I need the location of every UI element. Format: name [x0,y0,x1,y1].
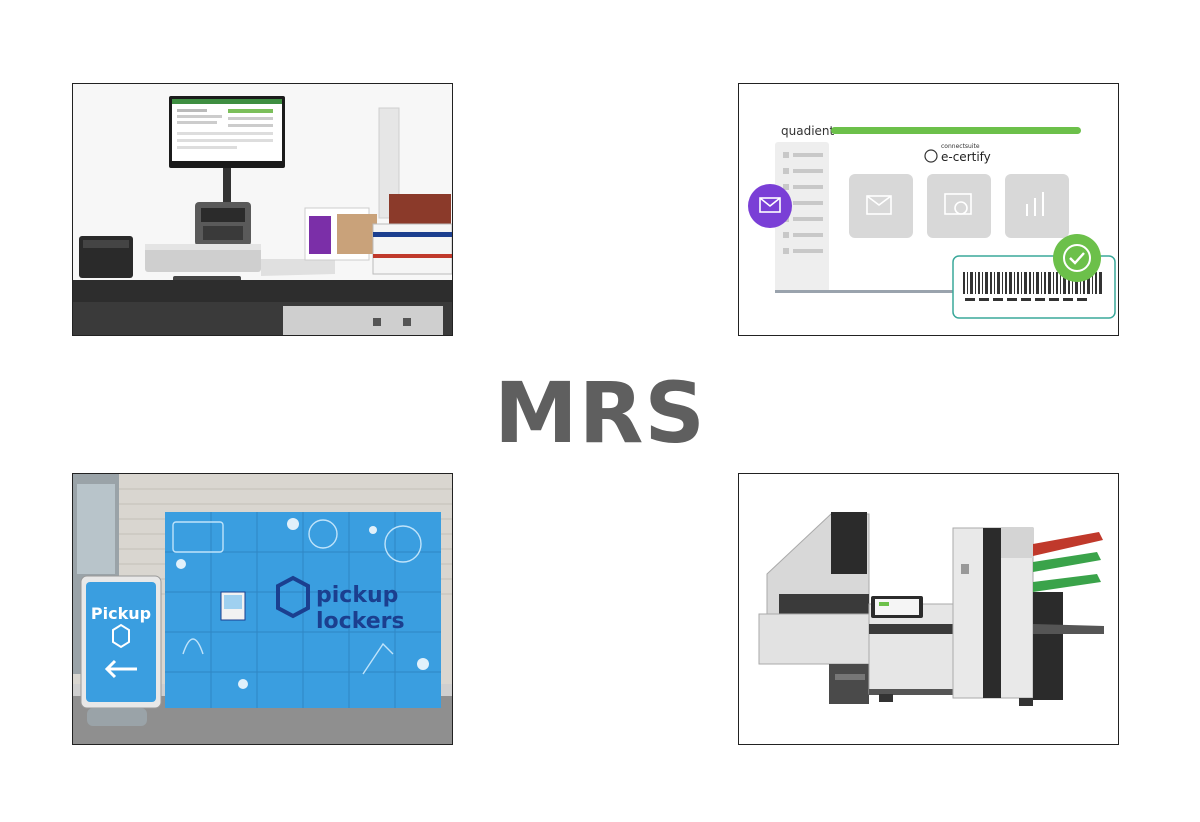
ecertify-logo-text: e-certify [941,150,991,164]
pickup-sign-text: Pickup [91,604,151,623]
locker-brand-line2: lockers [316,609,405,634]
barcode [963,272,1102,301]
box-icon [112,623,130,649]
ecertify-image: quadient connectsuite e-certify [739,84,1118,335]
locker-brand-line1: pickup [316,583,398,608]
pickup-sign [86,582,156,702]
folder-inserter-image [739,474,1118,744]
pickup-lockers-image: pickup lockers Pickup [73,474,452,744]
ecertify-illustration: quadient connectsuite e-certify [738,83,1119,336]
folder-inserter-photo [738,473,1119,745]
check-icon [1053,234,1101,282]
arrow-left-icon [104,659,137,679]
page-title: MRS [494,364,706,462]
connectsuite-text: connectsuite [941,143,980,150]
quadient-logo-text: quadient [781,124,835,138]
shipping-workstation-image [73,84,452,335]
pickup-lockers-photo: pickup lockers Pickup [72,473,453,745]
shipping-workstation-photo [72,83,453,336]
